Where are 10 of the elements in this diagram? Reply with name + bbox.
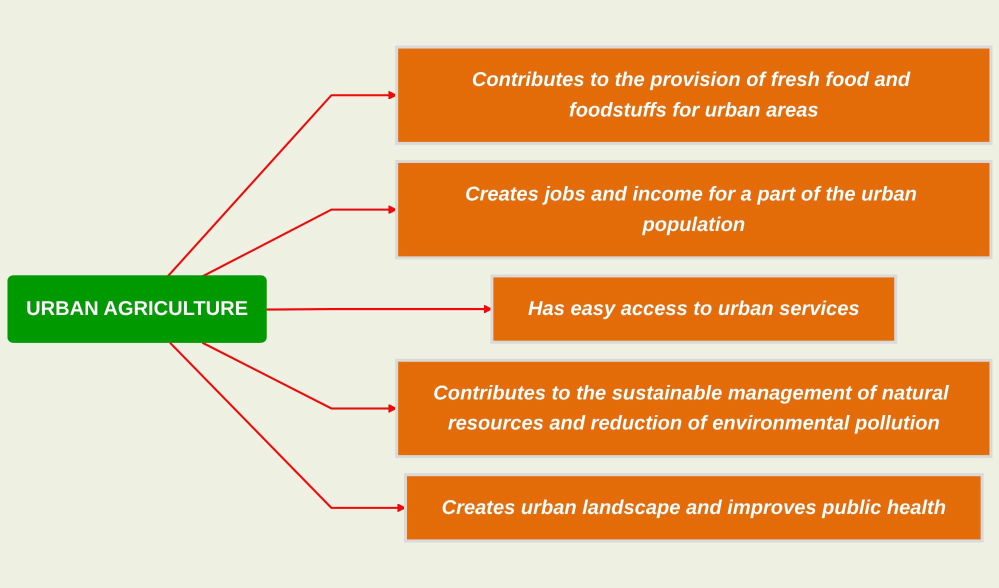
arrow xyxy=(202,205,398,278)
arrow xyxy=(166,90,398,278)
arrow xyxy=(169,342,406,512)
node-box: Contributes to the sustainable management of natural resources and reduction of environmental pollution xyxy=(395,358,992,458)
node-box: Contributes to the provision of fresh food and foodstuffs for urban areas xyxy=(395,46,992,145)
arrow xyxy=(266,304,492,314)
node-box: Creates urban landscape and improves public health xyxy=(404,473,984,542)
arrow xyxy=(202,342,398,413)
node-box: Has easy access to urban services xyxy=(490,274,898,344)
node-box: Creates jobs and income for a part of the urban population xyxy=(395,160,992,260)
